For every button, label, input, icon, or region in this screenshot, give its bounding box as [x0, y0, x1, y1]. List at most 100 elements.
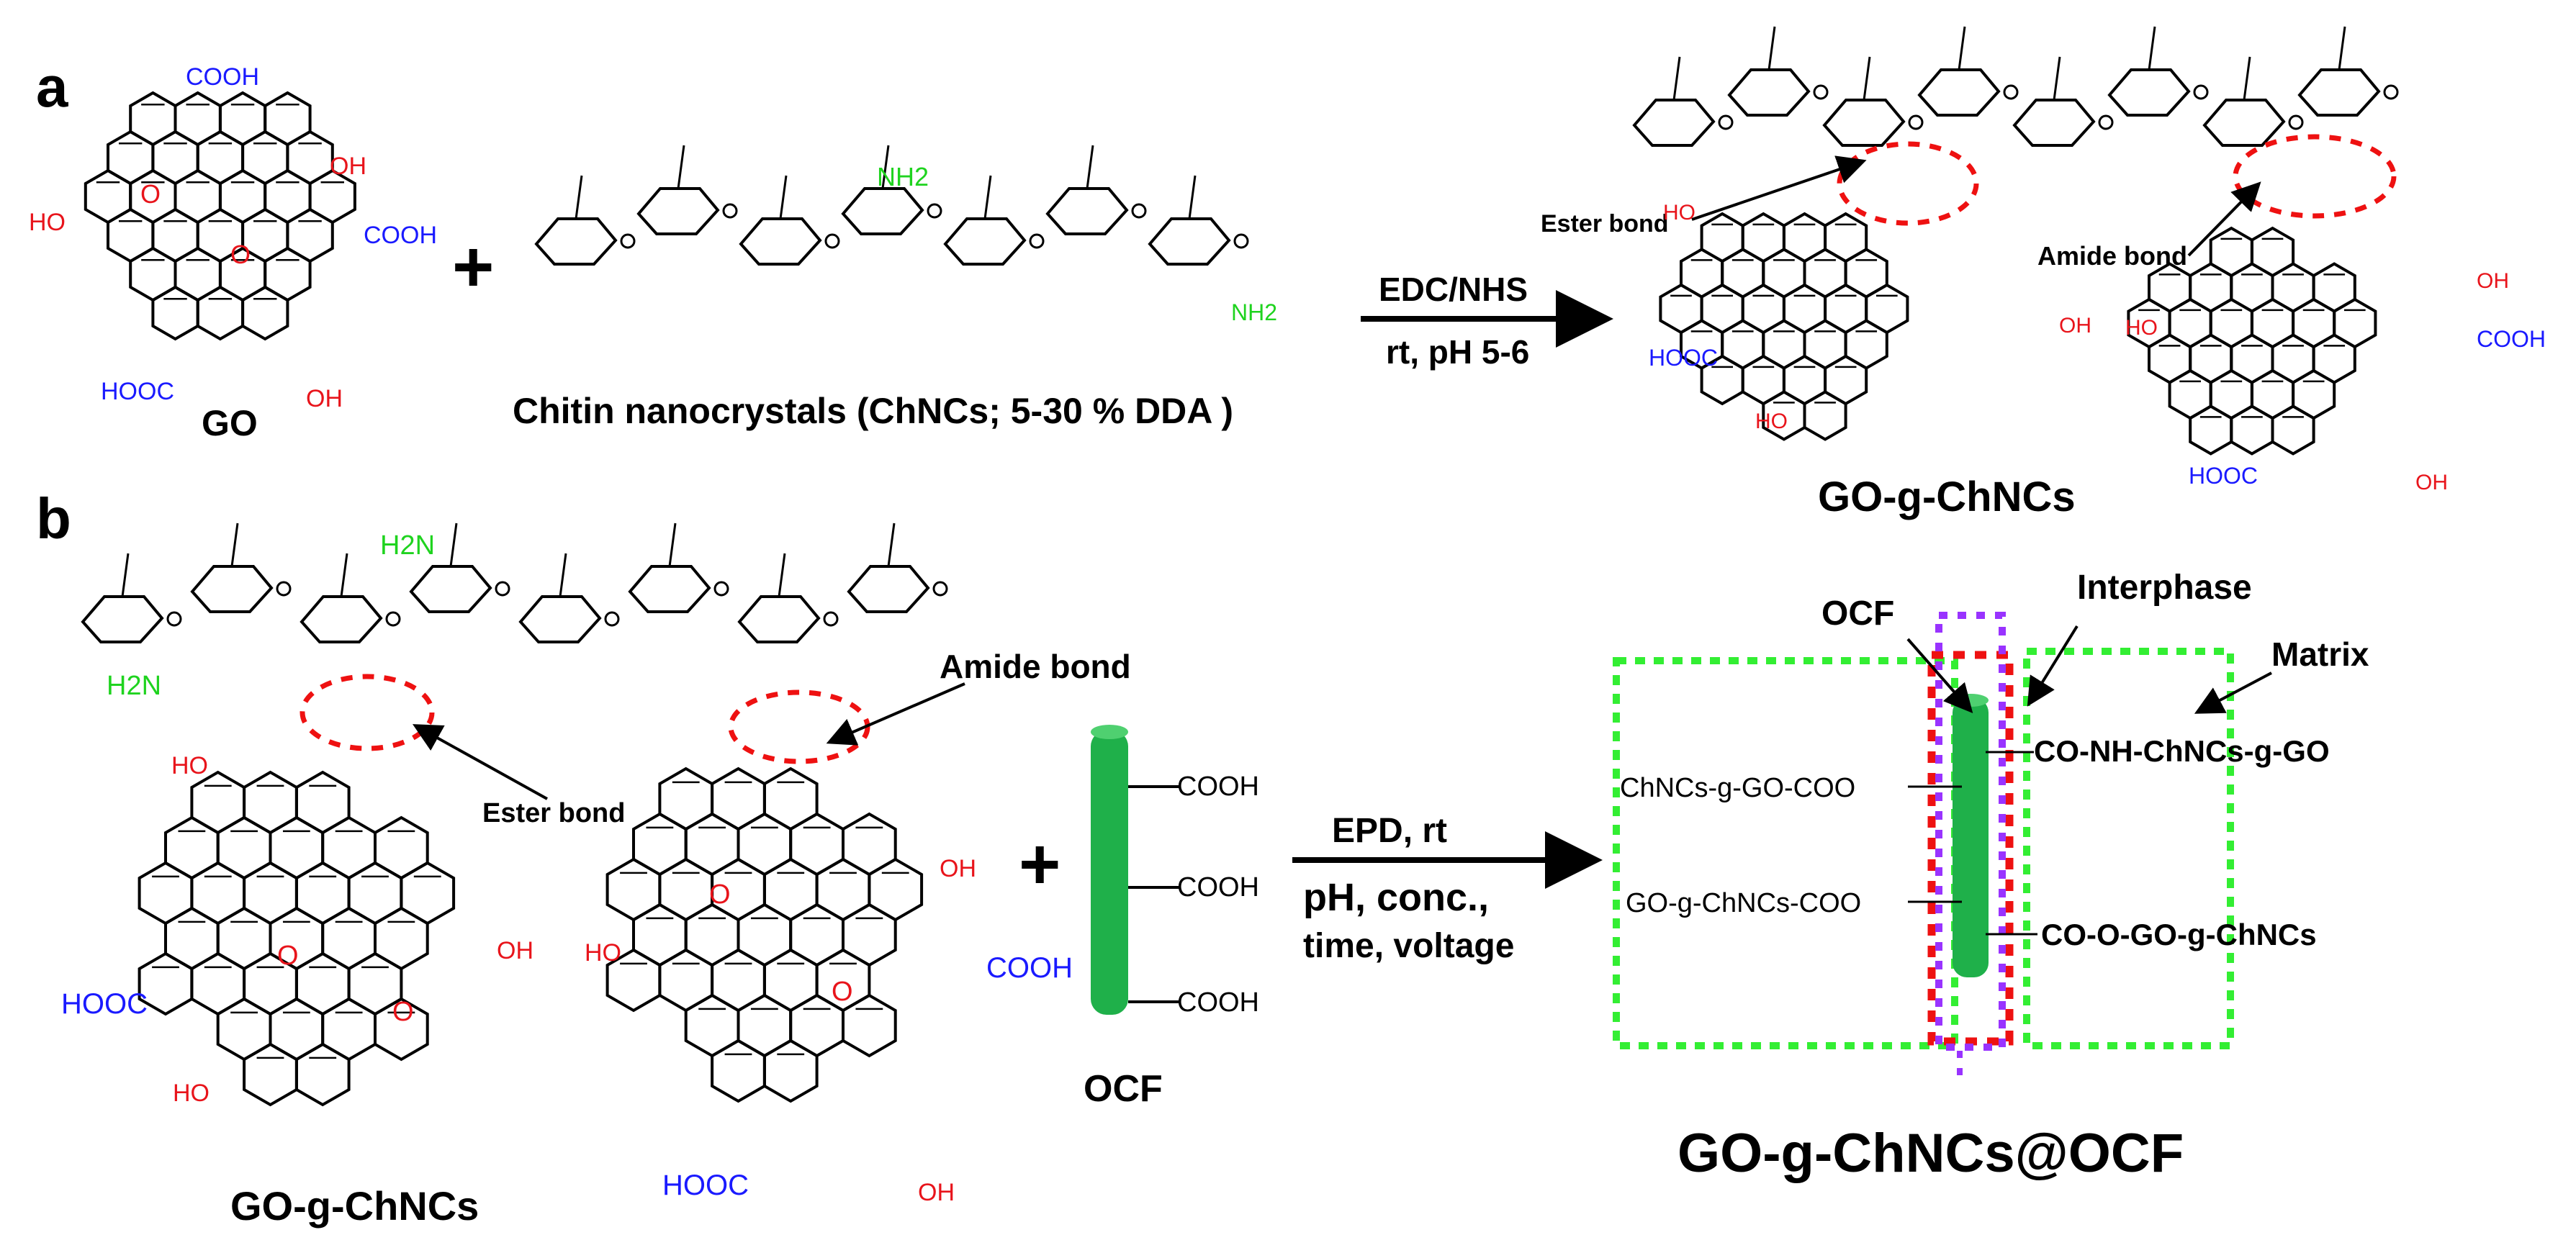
b-o-3: O [709, 879, 731, 910]
sugar-ring [81, 595, 164, 643]
side-group-bond [668, 523, 677, 567]
glycosidic-oxygen [2098, 114, 2114, 130]
sugar-ring [1148, 217, 1231, 266]
schematic-right-bottom: CO-O-GO-g-ChNCs [2041, 918, 2317, 951]
glycosidic-oxygen [1233, 233, 1249, 249]
glycosidic-oxygen [166, 611, 182, 627]
side-group-bond [230, 523, 239, 567]
prod-oh-2: OH [2477, 269, 2509, 293]
glycosidic-oxygen [824, 233, 840, 249]
graphene-ring [196, 285, 245, 341]
b-oh-3: OH [918, 1179, 955, 1206]
side-group-bond [2338, 26, 2346, 71]
arrow-b-line2: pH, conc., [1303, 876, 1489, 919]
sugar-ring [300, 595, 383, 643]
amide-bond-label-a: Amide bond [2037, 241, 2187, 271]
b-ho-2: HO [173, 1080, 210, 1107]
glycosidic-oxygen [495, 581, 510, 597]
chitin-nh2-green-2: NH2 [1231, 299, 1277, 325]
b-oh-2: OH [940, 855, 976, 882]
graphene-ring [711, 1039, 766, 1103]
ocf-fiber-top [1091, 725, 1128, 739]
prod-ho-3: HO [2125, 316, 2158, 340]
b-oh-1: OH [497, 937, 533, 964]
glycosidic-oxygen [932, 581, 948, 597]
prod-oh-3: OH [2415, 471, 2448, 494]
amide-bond-label-b: Amide bond [940, 648, 1131, 685]
b-hooc-bottom: HOOC [662, 1170, 749, 1201]
arrow-a-bottom: rt, pH 5-6 [1386, 333, 1529, 371]
prod-oh-1: OH [2059, 314, 2091, 338]
schematic-ocf-label: OCF [1821, 594, 1894, 633]
ocf-cooh-3: COOH [1177, 987, 1259, 1018]
graphene-ring [294, 1042, 351, 1107]
ester-pointer-a [1691, 155, 1867, 221]
sugar-ring [636, 187, 720, 235]
side-group-bond [449, 523, 458, 567]
sugar-ring [2297, 68, 2381, 117]
glycosidic-oxygen [1029, 233, 1045, 249]
go-sheet-b-2 [605, 766, 924, 1103]
chitin-label: Chitin nanocrystals (ChNCs; 5-30 % DDA ) [513, 391, 1233, 431]
b-o-4: O [832, 977, 853, 1007]
schematic-matrix-label: Matrix [2271, 635, 2369, 673]
glycosidic-oxygen [927, 203, 942, 219]
sugar-ring [518, 595, 602, 643]
amide-bond-highlight-b [728, 689, 870, 764]
side-group-bond [1863, 56, 1871, 101]
b-hooc-left: HOOC [61, 988, 148, 1020]
go-o-2: O [230, 240, 251, 269]
glycosidic-oxygen [2193, 84, 2209, 100]
schematic-interphase-label: Interphase [2077, 569, 2252, 607]
glycosidic-oxygen [713, 581, 729, 597]
sugar-ring [1917, 68, 2001, 117]
ocf-fiber [1091, 730, 1128, 1015]
interphase-schematic [1613, 612, 2272, 1076]
ester-bond-label-b: Ester bond [482, 798, 625, 828]
chitin-chain-a [534, 145, 1249, 266]
side-group-bond [887, 523, 896, 567]
chitin-chain-b [81, 523, 948, 643]
graphene-ring [1803, 390, 1847, 441]
plus-sign-a: + [452, 227, 494, 307]
interphase-box-red [1927, 651, 2014, 1046]
callout-ocf [1906, 638, 1973, 714]
glycosidic-oxygen [620, 233, 636, 249]
chitin-b-h2n-2: H2N [107, 671, 161, 701]
matrix-box-right [2023, 648, 2234, 1049]
schematic-left-bottom: GO-g-ChNCs-COO [1626, 888, 1861, 918]
sugar-ring [1632, 99, 1716, 147]
ester-pointer-b [413, 724, 548, 800]
sugar-ring [2202, 99, 2286, 147]
schematic-left-top: ChNCs-g-GO-COO [1620, 773, 1855, 803]
glycosidic-oxygen [2288, 114, 2304, 130]
ocf-cooh-2: COOH [1177, 872, 1259, 903]
ocf-label: OCF [1084, 1068, 1163, 1110]
panel-letter-a: a [36, 55, 68, 119]
product-label-a: GO-g-ChNCs [1818, 474, 2076, 520]
go-label: GO [202, 403, 258, 443]
sugar-ring [190, 565, 274, 613]
b-cooh-right: COOH [986, 952, 1073, 984]
glycosidic-oxygen [385, 611, 401, 627]
prod-ho-2: HO [1755, 410, 1788, 433]
go-cooh-top: COOH [186, 63, 259, 91]
graphene-ring [151, 285, 199, 341]
b-ho-1: HO [171, 752, 208, 779]
prod-hooc-left: HOOC [1649, 345, 1718, 371]
glycosidic-oxygen [276, 581, 292, 597]
arrow-a-top: EDC/NHS [1379, 271, 1528, 308]
sugar-ring [628, 565, 711, 613]
sugar-ring [847, 565, 930, 613]
side-group-bond [1672, 56, 1681, 101]
chitin-nh2-green: NH2 [877, 162, 929, 191]
side-group-bond [677, 145, 685, 189]
amide-pointer-a [2187, 181, 2261, 257]
sugar-ring [534, 217, 618, 266]
side-group-bond [1086, 145, 1094, 189]
side-group-bond [340, 553, 348, 597]
b-ho-3: HO [585, 939, 621, 967]
sugar-ring [943, 217, 1027, 266]
prod-hooc-bottom: HOOC [2189, 463, 2258, 489]
go-oh-right: OH [330, 153, 366, 180]
